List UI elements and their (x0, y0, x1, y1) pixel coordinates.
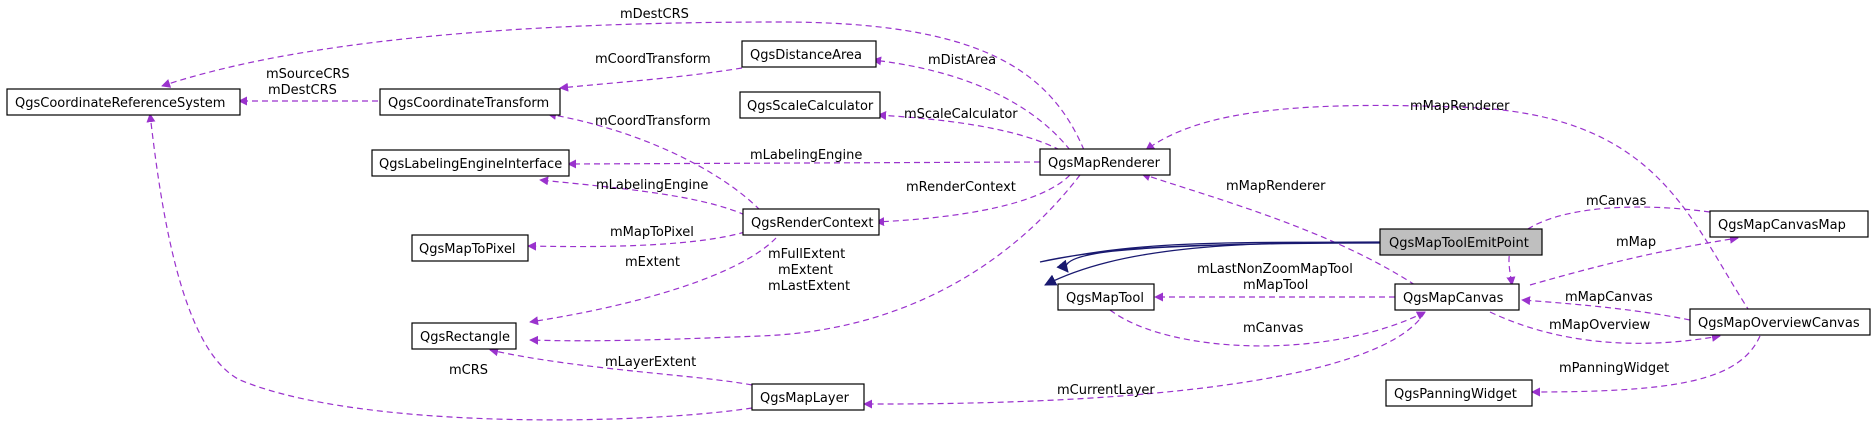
edge-label-mcanvas-1: mCanvas (1586, 194, 1647, 209)
edge-label-mfullextent: mFullExtent (768, 247, 845, 262)
node-qgsdistancearea[interactable]: QgsDistanceArea (741, 40, 877, 68)
node-qgslabelingengineinterface[interactable]: QgsLabelingEngineInterface (371, 149, 570, 177)
node-label: QgsScaleCalculator (747, 99, 874, 114)
node-label: QgsRectangle (420, 330, 510, 345)
edge-distancearea-coordtransform (559, 67, 743, 92)
edge-label-mscalecalculator: mScaleCalculator (904, 107, 1018, 122)
node-qgsmapcanvasmap[interactable]: QgsMapCanvasMap (1709, 210, 1869, 238)
edge-label-mlastnonzoommaptool: mLastNonZoomMapTool (1197, 262, 1353, 277)
edge-overview-mapcanvas (1521, 296, 1691, 321)
edge-label-mmaprenderer-top: mMapRenderer (1410, 99, 1510, 114)
edge-maplayer-rectangle (489, 347, 753, 386)
edge-mapcanvas-maprenderer (1141, 172, 1416, 286)
edge-label-mdistarea: mDistArea (928, 53, 996, 68)
node-label: QgsMapTool (1066, 291, 1144, 306)
node-qgsscalecalculator[interactable]: QgsScaleCalculator (739, 91, 881, 119)
node-label: QgsRenderContext (751, 216, 873, 231)
edge-label-mcoordtransform-1: mCoordTransform (595, 52, 711, 67)
edge-label-mmapoverview: mMapOverview (1549, 318, 1651, 333)
edge-labels-layer: mDestCRS mSourceCRS mDestCRS mCoordTrans… (266, 7, 1669, 398)
node-label: QgsCoordinateTransform (388, 96, 549, 111)
edge-inherit-curve (1044, 241, 1381, 286)
node-label: QgsMapOverviewCanvas (1698, 316, 1860, 331)
edge-mapcanvas-mapcanvasmap (1529, 234, 1739, 286)
edge-label-mextent-2: mExtent (778, 263, 833, 278)
edge-maprenderer-labelingengine (567, 159, 1041, 169)
edge-label-mcrs: mCRS (449, 363, 488, 378)
edge-mapcanvas-maplayer (863, 311, 1426, 409)
edge-label-mmaptool: mMapTool (1243, 278, 1308, 293)
node-label: QgsMapLayer (760, 391, 850, 406)
edges-layer (146, 21, 1761, 421)
edge-label-mlabelingengine-1: mLabelingEngine (750, 148, 862, 163)
node-qgsmaprenderer[interactable]: QgsMapRenderer (1039, 148, 1171, 176)
node-label: QgsDistanceArea (750, 48, 862, 63)
node-qgsmapcanvas[interactable]: QgsMapCanvas (1394, 283, 1520, 311)
edge-mapcanvas-overview (1489, 311, 1721, 344)
node-qgsmapoverviewcanvas[interactable]: QgsMapOverviewCanvas (1689, 308, 1871, 336)
edge-label-mmap: mMap (1616, 235, 1656, 250)
node-qgscoordinatereferencesystem[interactable]: QgsCoordinateReferenceSystem (6, 88, 241, 116)
node-qgsmaplayer[interactable]: QgsMapLayer (751, 383, 865, 411)
node-qgsrectangle[interactable]: QgsRectangle (411, 322, 517, 350)
edge-maprenderer-distancearea (872, 56, 1071, 151)
edge-maptool-mapcanvas (1109, 309, 1426, 347)
node-label: QgsMapCanvas (1403, 291, 1504, 306)
edge-label-mdestcrs: mDestCRS (268, 83, 337, 98)
node-qgscoordinatetransform[interactable]: QgsCoordinateTransform (379, 88, 561, 116)
edge-label-mlabelingengine-2: mLabelingEngine (596, 178, 708, 193)
node-label: QgsMapToPixel (419, 242, 515, 257)
node-qgsmaptopixel[interactable]: QgsMapToPixel (411, 234, 529, 262)
edge-label-mmaptopixel: mMapToPixel (610, 225, 694, 240)
edge-rendercontext-rectangle (529, 237, 777, 326)
node-label: QgsMapRenderer (1048, 156, 1161, 171)
edge-overview-maprenderer-top (1145, 104, 1751, 313)
edge-overview-panningwidget (1531, 335, 1761, 397)
edge-maplayer-crs (146, 113, 753, 421)
node-label: QgsMapCanvasMap (1718, 218, 1846, 233)
node-label: QgsCoordinateReferenceSystem (15, 96, 225, 111)
node-label: QgsPanningWidget (1394, 387, 1517, 402)
node-qgsmaptoolemitpoint[interactable]: QgsMapToolEmitPoint (1379, 228, 1543, 256)
node-qgsrendercontext[interactable]: QgsRenderContext (742, 208, 880, 236)
nodes-layer: QgsCoordinateReferenceSystem QgsCoordina… (6, 40, 1871, 411)
edge-label-mpanningwidget: mPanningWidget (1559, 361, 1669, 376)
node-qgsmaptool[interactable]: QgsMapTool (1057, 283, 1155, 311)
edge-maprenderer-rectangle (529, 174, 1081, 345)
edge-label-mlayerextent: mLayerExtent (605, 355, 696, 370)
edge-rendercontext-maptopixel (527, 231, 746, 251)
edge-label-mmaprenderer: mMapRenderer (1226, 179, 1326, 194)
edge-label-msourcecrs: mSourceCRS (266, 67, 350, 82)
edge-label-mcoordtransform-2: mCoordTransform (595, 114, 711, 129)
edge-rendercontext-coordtransform (547, 110, 761, 211)
edge-label-mlastextent: mLastExtent (768, 279, 850, 294)
edge-mdestcrs-top (161, 21, 1085, 151)
node-qgspanningwidget[interactable]: QgsPanningWidget (1385, 379, 1533, 407)
edge-maprenderer-rendercontext (875, 174, 1071, 227)
node-label: QgsLabelingEngineInterface (379, 157, 562, 172)
edge-mapcanvasmap-mapcanvas (1506, 206, 1711, 286)
edge-label-mmapcanvas: mMapCanvas (1565, 290, 1653, 305)
edge-rendercontext-labelingengine (539, 176, 746, 216)
node-label: QgsMapToolEmitPoint (1389, 236, 1529, 251)
edge-label-mcanvas-2: mCanvas (1243, 321, 1304, 336)
edge-label-mrendercontext: mRenderContext (906, 180, 1016, 195)
edge-label-mextent: mExtent (625, 255, 680, 270)
edge-label-mdestcrs-top: mDestCRS (620, 7, 689, 22)
edge-label-mcurrentlayer: mCurrentLayer (1057, 383, 1155, 398)
